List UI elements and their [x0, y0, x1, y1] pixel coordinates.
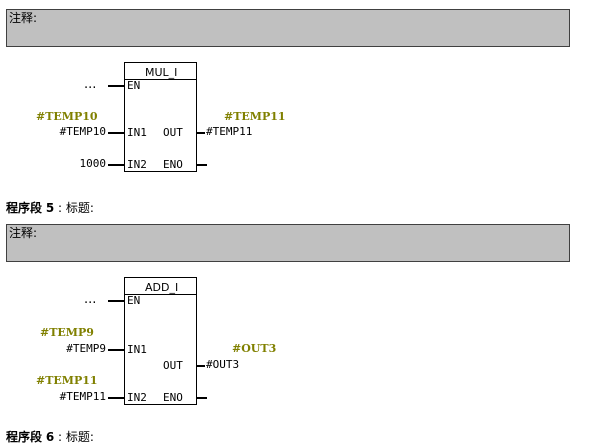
out-symbol-comment: #TEMP11	[224, 110, 286, 123]
in2-symbol-comment: #TEMP11	[36, 374, 98, 387]
network5-title: 程序段 5 : 标题:	[6, 201, 94, 215]
mul-i-box[interactable]: MUL_I EN IN1 OUT IN2 ENO	[124, 62, 197, 172]
out-wire	[197, 132, 205, 134]
out-pin-label: OUT	[163, 126, 183, 139]
in1-pin-label: IN1	[127, 126, 147, 139]
in1-symbol-comment: #TEMP9	[40, 326, 94, 339]
add-i-block-name: ADD_I	[145, 281, 179, 294]
en-input-operand[interactable]: ...	[84, 77, 97, 92]
block-header-divider	[125, 294, 196, 295]
in2-pin-label: IN2	[127, 158, 147, 171]
network4-comment-box[interactable]: 注释:	[6, 9, 570, 47]
en-pin-label: EN	[127, 79, 141, 92]
out-pin-label: OUT	[163, 359, 183, 372]
in1-wire	[108, 349, 124, 351]
in2-pin-label: IN2	[127, 391, 147, 404]
network4-comment-label: 注释:	[9, 11, 38, 25]
in1-pin-label: IN1	[127, 343, 147, 356]
network5-title-suffix: : 标题:	[58, 201, 94, 215]
in1-symbol-comment: #TEMP10	[36, 110, 98, 123]
network5-title-number: 5	[45, 201, 55, 215]
in2-operand[interactable]: #TEMP11	[59, 390, 106, 403]
en-input-operand[interactable]: ...	[84, 292, 97, 307]
in2-wire	[108, 397, 124, 399]
in1-operand[interactable]: #TEMP9	[66, 342, 106, 355]
block-header-divider	[125, 79, 196, 80]
network6-title-number: 6	[45, 430, 55, 444]
network5-comment-label: 注释:	[9, 226, 38, 240]
eno-pin-label: ENO	[163, 158, 183, 171]
eno-wire	[197, 397, 207, 399]
network6-title-suffix: : 标题:	[58, 430, 94, 444]
en-pin-label: EN	[127, 294, 141, 307]
network6-title-prefix: 程序段	[6, 430, 43, 444]
out-wire	[197, 365, 205, 367]
network5-title-prefix: 程序段	[6, 201, 43, 215]
network6-title: 程序段 6 : 标题:	[6, 430, 94, 444]
en-input-wire	[108, 300, 124, 302]
network5-comment-box[interactable]: 注释:	[6, 224, 570, 262]
out-operand[interactable]: #OUT3	[206, 358, 240, 371]
out-symbol-comment: #OUT3	[232, 342, 277, 355]
eno-pin-label: ENO	[163, 391, 183, 404]
in2-operand[interactable]: 1000	[79, 157, 107, 170]
mul-i-block-name: MUL_I	[145, 66, 178, 79]
in2-wire	[108, 164, 124, 166]
add-i-box[interactable]: ADD_I EN IN1 OUT IN2 ENO	[124, 277, 197, 405]
in1-operand[interactable]: #TEMP10	[59, 125, 106, 138]
out-operand[interactable]: #TEMP11	[206, 125, 253, 138]
in1-wire	[108, 132, 124, 134]
eno-wire	[197, 164, 207, 166]
en-input-wire	[108, 85, 124, 87]
